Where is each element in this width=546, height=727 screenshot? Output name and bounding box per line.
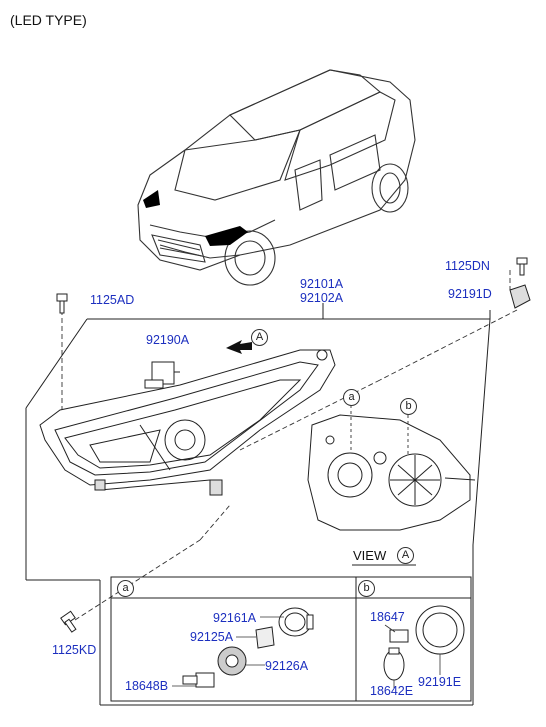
part-number-1125AD[interactable]: 1125AD <box>90 293 135 307</box>
leveling-actuator <box>144 361 180 389</box>
bulb-18648B <box>182 672 215 688</box>
part-number-92191D[interactable]: 92191D <box>448 287 492 301</box>
vehicle-illustration <box>137 69 416 286</box>
part-number-92191E[interactable]: 92191E <box>418 675 462 689</box>
bracket-92191D <box>509 284 531 309</box>
callout-b-box: b <box>358 580 375 597</box>
headlamp-assembly <box>39 349 336 496</box>
part-number-92161A[interactable]: 92161A <box>213 611 257 625</box>
bolt-1125KD <box>60 610 77 633</box>
view-callout-A: A <box>397 547 414 564</box>
part-number-1125KD[interactable]: 1125KD <box>52 643 97 657</box>
part-number-92125A[interactable]: 92125A <box>190 630 234 644</box>
socket-92161A <box>278 607 314 637</box>
headlamp-rear-view <box>307 414 476 531</box>
highlighted-headlamp-left <box>143 190 160 208</box>
bulb-18642E <box>383 647 405 681</box>
arrow-callout-A: A <box>251 329 268 346</box>
part-number-92190A[interactable]: 92190A <box>146 333 190 347</box>
callout-b-rear: b <box>400 398 417 415</box>
gasket-92125A <box>255 626 275 649</box>
view-label: VIEW <box>353 548 387 563</box>
direction-arrow <box>226 340 252 354</box>
cover-92126A <box>217 646 247 676</box>
diagram-title: (LED TYPE) <box>10 12 87 28</box>
assembly-boundary <box>25 303 491 706</box>
part-number-18648B[interactable]: 18648B <box>125 679 169 693</box>
detail-box <box>110 576 472 702</box>
bolt-1125DN <box>516 257 528 276</box>
part-number-92102A[interactable]: 92102A <box>300 291 344 305</box>
bolt-1125AD <box>56 293 68 314</box>
highlighted-headlamp-right <box>205 226 248 246</box>
part-number-1125DN[interactable]: 1125DN <box>445 259 490 273</box>
part-number-18647[interactable]: 18647 <box>370 610 405 624</box>
part-number-92101A[interactable]: 92101A <box>300 277 344 291</box>
socket-18647 <box>389 629 409 643</box>
cover-92191E <box>415 605 465 655</box>
callout-a-rear: a <box>343 389 360 406</box>
callout-a-box: a <box>117 580 134 597</box>
part-number-18642E[interactable]: 18642E <box>370 684 414 698</box>
part-number-92126A[interactable]: 92126A <box>265 659 309 673</box>
